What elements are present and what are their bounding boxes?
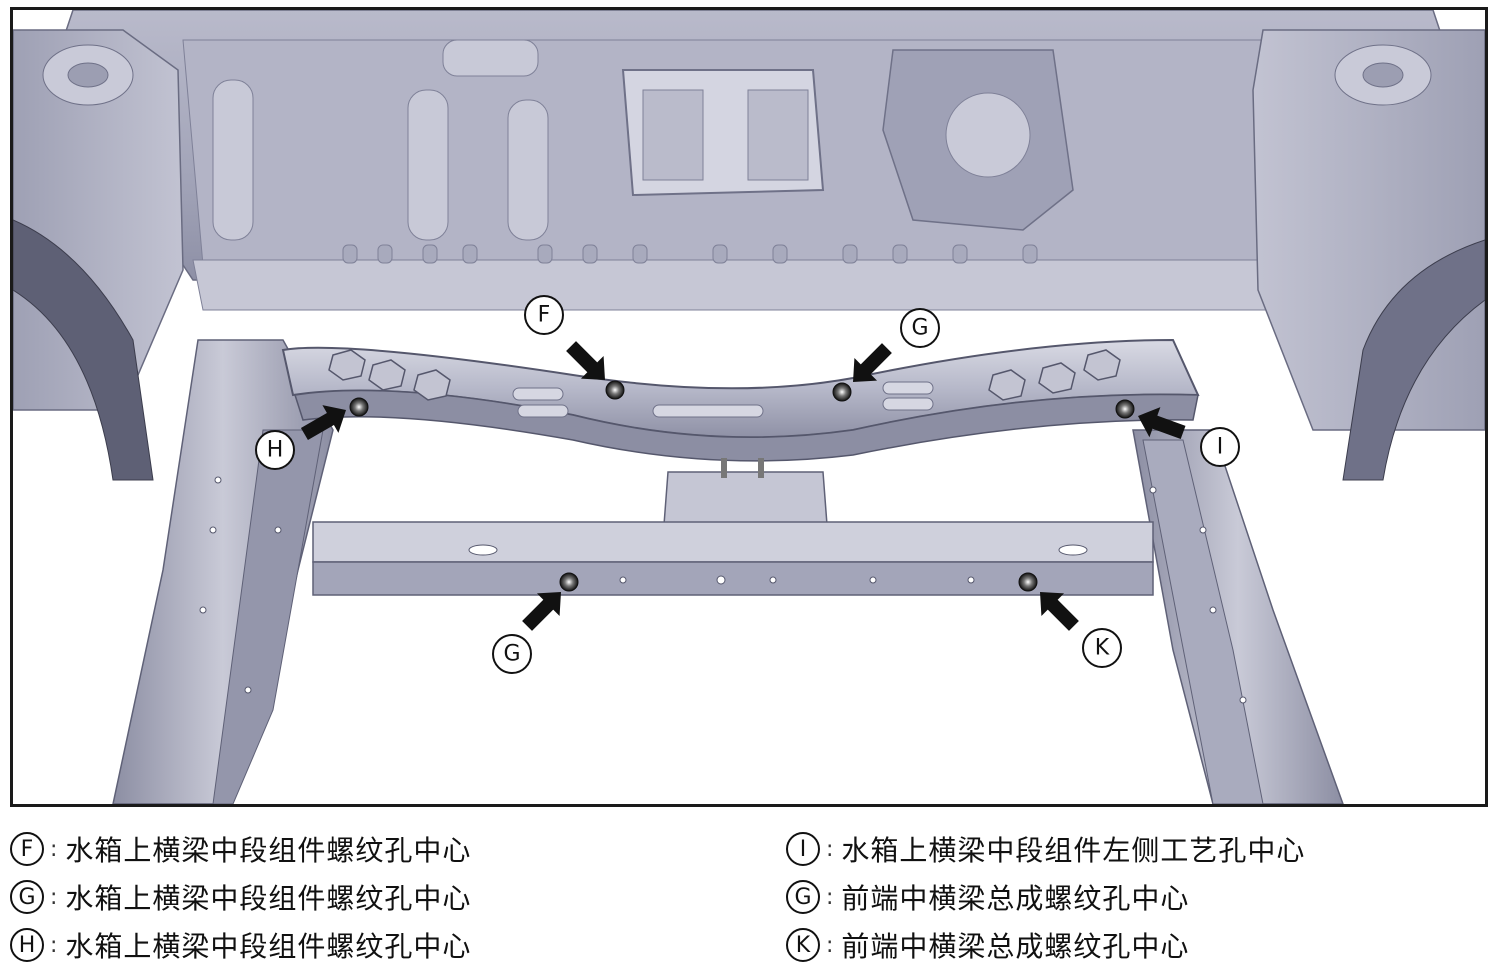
- arrow-f: [566, 341, 605, 380]
- callout-g-upper-circle: [900, 308, 940, 348]
- callout-f-circle: [524, 295, 564, 335]
- callout-i-label: I: [1217, 435, 1224, 460]
- callout-g-lower-label: G: [503, 642, 520, 667]
- arrow-k: [1040, 592, 1079, 631]
- legend-text-i: 水箱上横梁中段组件左侧工艺孔中心: [841, 834, 1306, 867]
- legend: F : 水箱上横梁中段组件螺纹孔中心 G : 水箱上横梁中段组件螺纹孔中心 H …: [0, 825, 1492, 975]
- legend-text-k: 前端中横梁总成螺纹孔中心: [841, 930, 1190, 963]
- legend-badge-h: H: [10, 928, 44, 962]
- legend-badge-k: K: [786, 928, 820, 962]
- legend-badge-f: F: [10, 832, 44, 866]
- callout-h-label: H: [267, 438, 284, 463]
- legend-item-i: I : 水箱上横梁中段组件左侧工艺孔中心: [786, 825, 1305, 873]
- legend-item-f: F : 水箱上横梁中段组件螺纹孔中心: [10, 825, 471, 873]
- legend-item-g-lower: G : 前端中横梁总成螺纹孔中心: [786, 873, 1305, 921]
- legend-badge-i: I: [786, 832, 820, 866]
- arrow-h: [300, 405, 346, 441]
- diagram-figure: F G H I G K: [10, 7, 1488, 807]
- legend-badge-g-upper: G: [10, 880, 44, 914]
- legend-colon: :: [50, 884, 58, 910]
- vehicle-front-structure-illustration: F G H I G K: [13, 10, 1485, 804]
- legend-text-f: 水箱上横梁中段组件螺纹孔中心: [65, 834, 472, 867]
- legend-colon: :: [50, 836, 58, 862]
- arrow-g-upper: [853, 343, 892, 382]
- legend-badge-g-lower: G: [786, 880, 820, 914]
- legend-column-left: F : 水箱上横梁中段组件螺纹孔中心 G : 水箱上横梁中段组件螺纹孔中心 H …: [10, 825, 471, 969]
- legend-column-right: I : 水箱上横梁中段组件左侧工艺孔中心 G : 前端中横梁总成螺纹孔中心 K …: [786, 825, 1305, 969]
- callout-k-circle: [1082, 628, 1122, 668]
- arrow-i: [1138, 407, 1186, 439]
- legend-colon: :: [826, 836, 834, 862]
- legend-text-g-upper: 水箱上横梁中段组件螺纹孔中心: [65, 882, 472, 915]
- legend-item-h: H : 水箱上横梁中段组件螺纹孔中心: [10, 921, 471, 969]
- callout-h-circle: [255, 430, 295, 470]
- legend-colon: :: [826, 884, 834, 910]
- legend-text-h: 水箱上横梁中段组件螺纹孔中心: [65, 930, 472, 963]
- callout-g-upper-label: G: [911, 316, 928, 341]
- legend-item-g-upper: G : 水箱上横梁中段组件螺纹孔中心: [10, 873, 471, 921]
- legend-colon: :: [826, 932, 834, 958]
- callout-f-label: F: [538, 303, 551, 328]
- callout-k-label: K: [1095, 636, 1110, 661]
- legend-text-g-lower: 前端中横梁总成螺纹孔中心: [841, 882, 1190, 915]
- callout-g-lower-circle: [492, 634, 532, 674]
- callout-i-circle: [1200, 427, 1240, 467]
- arrow-g-lower: [522, 592, 561, 631]
- legend-colon: :: [50, 932, 58, 958]
- legend-item-k: K : 前端中横梁总成螺纹孔中心: [786, 921, 1305, 969]
